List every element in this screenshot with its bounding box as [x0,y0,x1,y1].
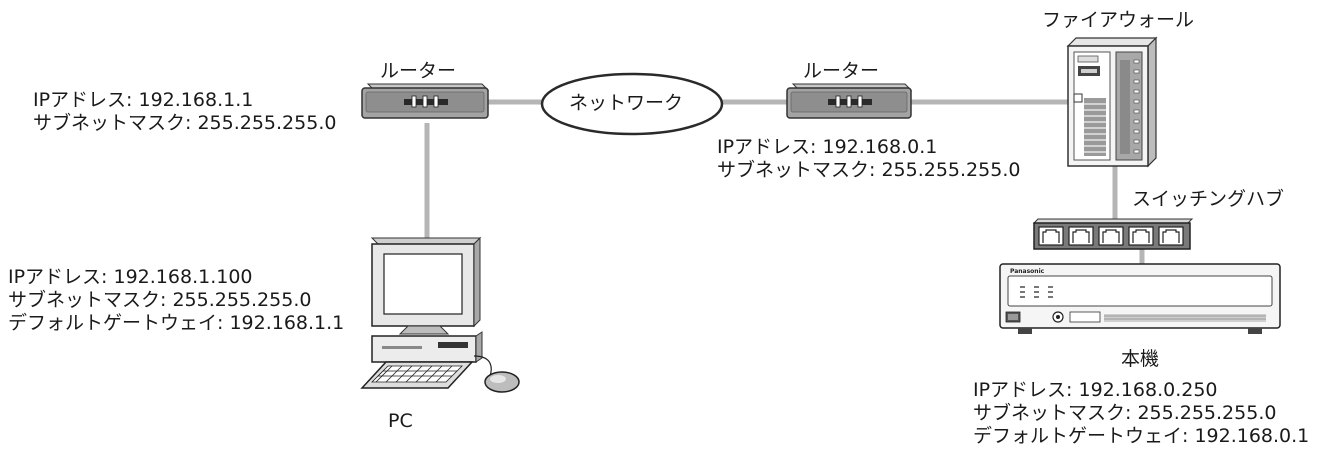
left-router-icon [361,83,490,119]
network-label: ネットワーク [569,92,684,114]
pc-mask: サブネットマスク: 255.255.255.0 [8,289,312,311]
left-router-label: ルーター [380,60,457,82]
left-router-mask: サブネットマスク: 255.255.255.0 [33,112,337,134]
right-router-address: IPアドレス: 192.168.0.1 サブネットマスク: 255.255.25… [717,136,1020,182]
pc-label: PC [388,410,413,432]
left-router-ip: IPアドレス: 192.168.1.1 [33,89,254,111]
pc-icon [360,236,520,393]
switching-hub-icon [1032,218,1194,250]
right-router-mask: サブネットマスク: 255.255.255.0 [717,159,1021,181]
left-router-address: IPアドレス: 192.168.1.1 サブネットマスク: 255.255.25… [33,89,336,135]
recorder-icon: Panasonic [999,263,1281,334]
right-router-icon [786,83,913,119]
firewall-icon [1066,36,1158,168]
recorder-address: IPアドレス: 192.168.0.250 サブネットマスク: 255.255.… [973,379,1309,448]
pc-ip: IPアドレス: 192.168.1.100 [8,266,253,288]
firewall-label: ファイアウォール [1042,9,1195,31]
connection-lines [424,99,1145,266]
recorder-mask: サブネットマスク: 255.255.255.0 [973,402,1277,424]
right-router-ip: IPアドレス: 192.168.0.1 [717,136,938,158]
pc-address: IPアドレス: 192.168.1.100 サブネットマスク: 255.255.… [8,266,344,335]
recorder-brand: Panasonic [1010,268,1045,275]
recorder-label: 本機 [1121,348,1160,370]
pc-gateway: デフォルトゲートウェイ: 192.168.1.1 [8,312,345,334]
switching-hub-label: スイッチングハブ [1132,188,1285,210]
recorder-ip: IPアドレス: 192.168.0.250 [973,379,1218,401]
recorder-gateway: デフォルトゲートウェイ: 192.168.0.1 [973,425,1310,447]
right-router-label: ルーター [803,60,880,82]
network-cloud [540,72,724,136]
